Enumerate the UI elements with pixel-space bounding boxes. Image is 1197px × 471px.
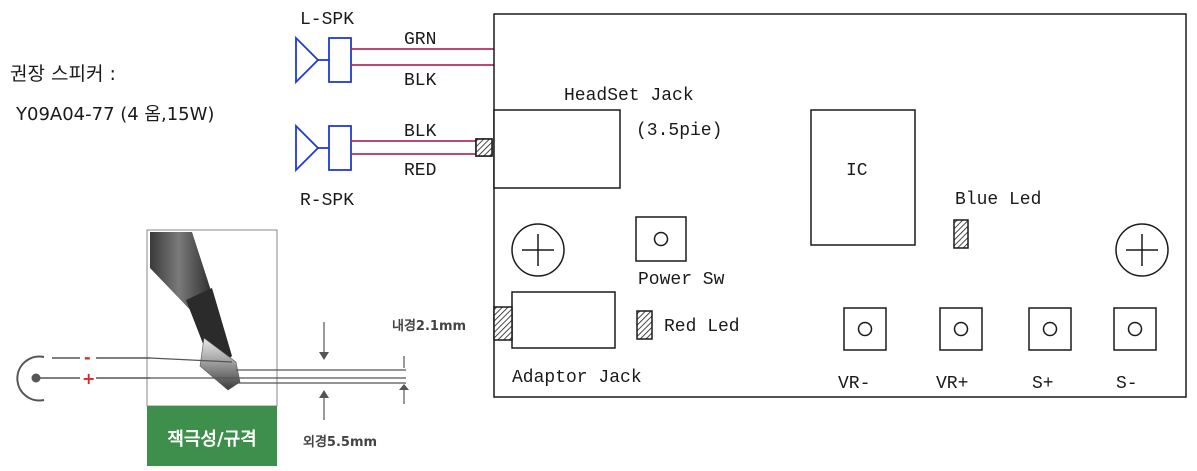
speaker-connector-hatch xyxy=(475,138,493,157)
left-speaker-label: L-SPK xyxy=(300,10,354,30)
adaptor-connector-pad xyxy=(493,306,513,341)
ic-label: IC xyxy=(846,161,868,181)
outer-diameter-label: 외경5.5mm xyxy=(303,434,377,450)
polarity-minus-sign: - xyxy=(84,348,91,367)
headset-jack xyxy=(493,109,621,189)
knob-label: S- xyxy=(1116,374,1138,394)
power-switch-label: Power Sw xyxy=(638,270,725,290)
speaker-model-text: Y09A04-77 (4 옴,15W) xyxy=(15,104,214,125)
mounting-hole-left xyxy=(511,223,565,277)
right-speaker-label: R-SPK xyxy=(300,191,354,211)
dc-plug-illustration: 잭극성/규격 - + 내경2.1mm 외경5.5mm xyxy=(16,229,466,466)
red-led-label: Red Led xyxy=(664,317,740,337)
polarity-caption: 잭극성/규격 xyxy=(167,429,256,450)
recommended-speaker-label: 권장 스피커 : xyxy=(10,63,116,85)
knob-icon xyxy=(953,321,969,337)
adaptor-jack-label: Adaptor Jack xyxy=(512,368,642,388)
knob-vr-minus: VR- xyxy=(838,307,887,394)
knob-icon xyxy=(1127,321,1143,337)
knob-label: VR- xyxy=(838,374,870,394)
right-speaker-red-label: RED xyxy=(404,161,436,181)
knob-s-minus: S- xyxy=(1113,307,1157,394)
blue-led xyxy=(953,219,969,249)
left-speaker: L-SPK GRN BLK xyxy=(295,10,494,91)
knob-label: VR+ xyxy=(936,374,968,394)
headset-jack-size: (3.5pie) xyxy=(636,121,722,141)
left-speaker-magnet-icon xyxy=(328,37,352,83)
ic-chip xyxy=(810,109,916,246)
knob-vr-plus: VR+ xyxy=(936,307,983,394)
polarity-plus-sign: + xyxy=(82,369,95,388)
inner-diameter-label: 내경2.1mm xyxy=(392,318,466,334)
left-speaker-grn-label: GRN xyxy=(404,30,436,50)
right-speaker-cone-icon xyxy=(295,123,320,173)
plug-barrel-icon xyxy=(199,337,241,391)
adaptor-jack xyxy=(511,291,616,349)
red-led xyxy=(636,310,653,340)
knob-label: S+ xyxy=(1032,374,1054,394)
knob-s-plus: S+ xyxy=(1028,307,1072,394)
polarity-symbol-icon xyxy=(16,355,45,402)
power-switch-knob-icon xyxy=(653,231,669,247)
left-speaker-blk-label: BLK xyxy=(404,71,437,91)
right-speaker-blk-label: BLK xyxy=(404,122,437,142)
headset-jack-title: HeadSet Jack xyxy=(564,86,694,106)
right-speaker: BLK RED R-SPK xyxy=(295,122,476,211)
knob-icon xyxy=(857,321,873,337)
blue-led-label: Blue Led xyxy=(955,190,1041,210)
mounting-hole-right xyxy=(1115,223,1169,277)
polarity-caption-band xyxy=(147,406,277,466)
left-speaker-cone-icon xyxy=(295,35,320,85)
knob-icon xyxy=(1042,321,1058,337)
right-speaker-magnet-icon xyxy=(328,125,352,171)
